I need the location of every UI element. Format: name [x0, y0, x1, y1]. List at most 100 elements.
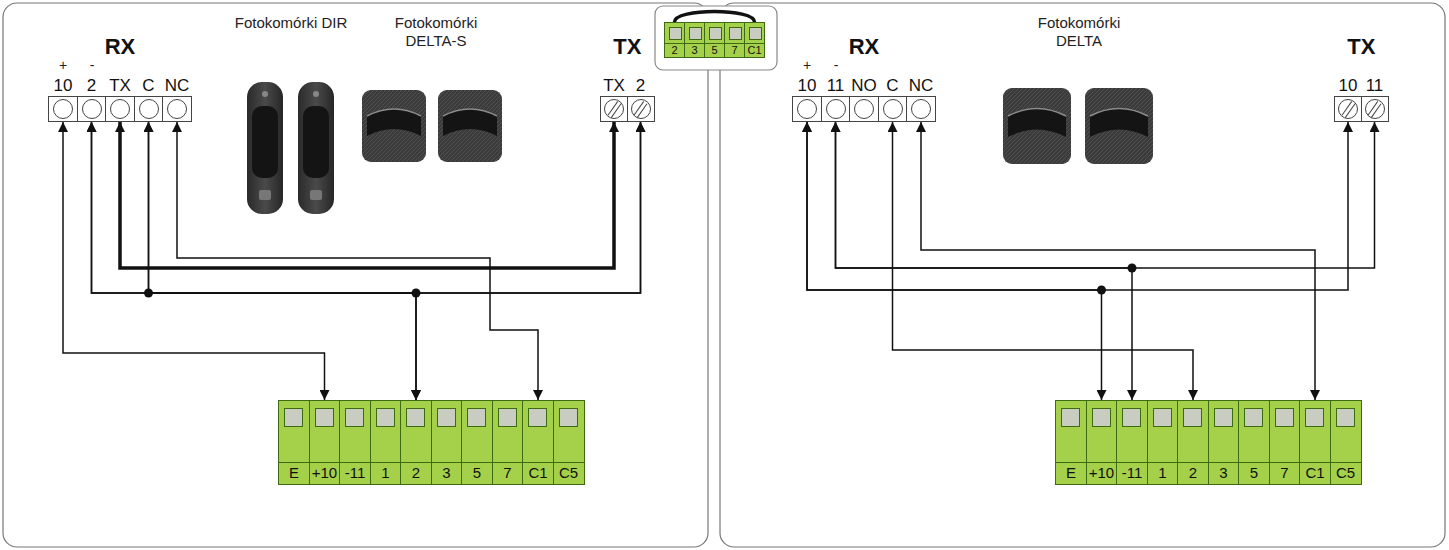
- screw-hole: [1336, 408, 1355, 427]
- terminal: 7: [492, 400, 524, 485]
- screw-hole: [167, 99, 187, 119]
- terminal-block: 2357C1: [664, 22, 765, 58]
- wire: [836, 122, 1375, 268]
- terminal-cell: [1147, 400, 1179, 463]
- terminal-label: C1: [522, 463, 554, 485]
- terminal-cell: [1299, 400, 1331, 463]
- terminal-cell: [105, 96, 135, 122]
- terminal: -11: [1116, 400, 1148, 485]
- terminal-cell: [878, 96, 908, 122]
- polarity-mark: -: [82, 57, 102, 73]
- terminal-label: TX: [109, 76, 131, 96]
- terminal-cell: [1361, 96, 1389, 122]
- terminal-row: TX 2: [600, 76, 655, 122]
- panel-frame: [720, 3, 1445, 547]
- screw-hole: [1122, 408, 1141, 427]
- terminal-label: 11: [1366, 76, 1384, 96]
- block-heading: TX: [1347, 34, 1375, 60]
- screw-hole: [315, 408, 334, 427]
- terminal-label: +10: [309, 463, 341, 485]
- terminal: 7: [724, 22, 745, 58]
- terminal-row: E+10-1112357C1C5: [1055, 400, 1362, 485]
- screw-hole: [1153, 408, 1172, 427]
- terminal-cell: [1238, 400, 1270, 463]
- terminal-cell: [400, 400, 432, 463]
- screw-hole: [1305, 408, 1324, 427]
- terminal-cell: [77, 96, 107, 122]
- terminal-block: RX1011NOCNC: [792, 34, 936, 122]
- terminal-cell: [724, 22, 745, 44]
- terminal: TX: [600, 76, 628, 122]
- terminal-cell: [792, 96, 822, 122]
- wire: [63, 122, 325, 400]
- caption-label: Fotokomórki DIR: [231, 14, 351, 32]
- screw-hole: [631, 99, 651, 119]
- terminal: NO: [849, 76, 879, 122]
- terminal-label: NC: [909, 76, 934, 96]
- screw-hole: [82, 99, 102, 119]
- screw-hole: [826, 99, 846, 119]
- wire: [120, 122, 614, 268]
- terminal-cell: [1086, 400, 1118, 463]
- inset-frame: [655, 6, 777, 70]
- terminal-label: C: [142, 76, 154, 96]
- terminal: 11: [1361, 76, 1389, 122]
- terminal-label: NO: [851, 76, 877, 96]
- terminal: C: [134, 76, 164, 122]
- terminal-cell: [1330, 400, 1362, 463]
- terminal: E: [278, 400, 310, 485]
- terminal-cell: [522, 400, 554, 463]
- terminal-cell: [849, 96, 879, 122]
- terminal-label: E: [1055, 463, 1087, 485]
- junction-dot: [144, 289, 153, 298]
- wire: [893, 122, 1194, 400]
- screw-hole: [437, 408, 456, 427]
- screw-slot: [607, 101, 621, 118]
- terminal-cell: [370, 400, 402, 463]
- wire: [177, 122, 538, 400]
- terminal-block: RX102TXCNC: [48, 34, 192, 122]
- terminal-cell: [162, 96, 192, 122]
- terminal-cell: [278, 400, 310, 463]
- terminal-label: C1: [744, 44, 765, 58]
- junction-dot: [1128, 264, 1137, 273]
- terminal: 5: [1238, 400, 1270, 485]
- screw-hole: [406, 408, 425, 427]
- terminal: TX: [105, 76, 135, 122]
- terminal: 1: [1147, 400, 1179, 485]
- terminal-label: 2: [636, 76, 645, 96]
- terminal: E: [1055, 400, 1087, 485]
- screw-hole: [1365, 99, 1385, 119]
- terminal-label: 11: [827, 76, 845, 96]
- terminal-cell: [1116, 400, 1148, 463]
- wire: [92, 122, 417, 400]
- screw-hole: [1244, 408, 1263, 427]
- terminal-label: 7: [724, 44, 745, 58]
- terminal-label: 2: [1177, 463, 1209, 485]
- terminal-label: -11: [1116, 463, 1148, 485]
- terminal-label: 2: [87, 76, 96, 96]
- wire: [92, 122, 641, 293]
- terminal-cell: [664, 22, 685, 44]
- screw-hole: [883, 99, 903, 119]
- terminal-row: 2357C1: [664, 22, 765, 58]
- terminal-label: C5: [1330, 463, 1362, 485]
- terminal-label: E: [278, 463, 310, 485]
- terminal-label: 2: [664, 44, 685, 58]
- polarity-mark: +: [797, 57, 817, 73]
- terminal-cell: [684, 22, 705, 44]
- junction-dot: [1097, 286, 1106, 295]
- terminal: 10: [1334, 76, 1362, 122]
- terminal-label: +10: [1086, 463, 1118, 485]
- screw-hole: [854, 99, 874, 119]
- wire: [921, 122, 1315, 400]
- caption-label: Fotokomórki DELTA-S: [376, 14, 496, 50]
- terminal: NC: [162, 76, 192, 122]
- terminal-cell: [492, 400, 524, 463]
- screw-hole: [1338, 99, 1358, 119]
- terminal: 3: [684, 22, 705, 58]
- screw-slot: [634, 101, 648, 118]
- terminal-label: -11: [339, 463, 371, 485]
